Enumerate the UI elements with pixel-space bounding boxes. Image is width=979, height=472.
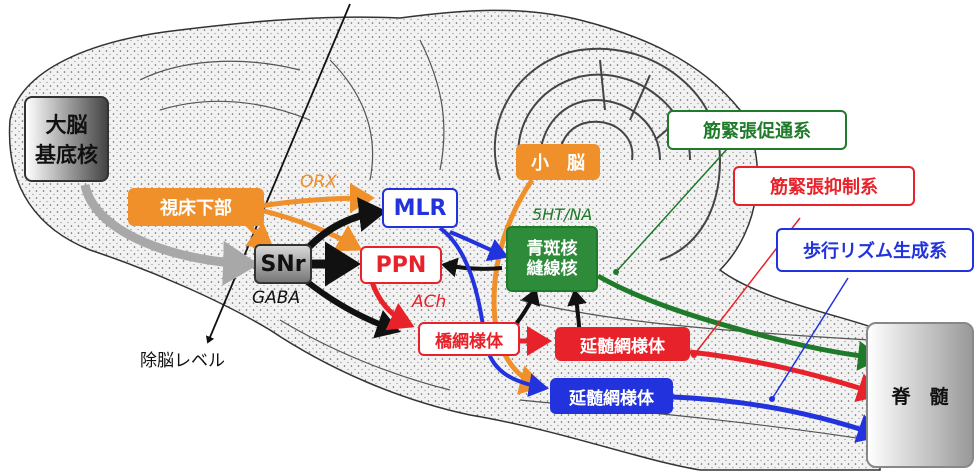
decerebration-label: 除脳レベル xyxy=(140,346,225,371)
inhibition-leader-dot xyxy=(691,352,697,358)
rhythm-legend-box: 歩行リズム生成系 xyxy=(776,228,974,272)
inhibition-legend-box: 筋緊張抑制系 xyxy=(733,166,915,206)
facilitation-legend-label: 筋緊張促通系 xyxy=(703,117,811,143)
rhythm-leader-dot xyxy=(769,396,775,402)
inhibition-legend-label: 筋緊張抑制系 xyxy=(770,173,878,199)
pontine-rf-label: 橋網様体 xyxy=(435,327,503,352)
cerebellum-box: 小 脳 xyxy=(516,144,600,180)
spinal-cord-box: 脊 髄 xyxy=(866,322,974,468)
medullary-rf-red-box: 延髄網様体 xyxy=(555,327,690,361)
gaba-label: GABA xyxy=(252,288,300,308)
pontine-rf-box: 橋網様体 xyxy=(418,322,520,356)
snr-box: SNr xyxy=(254,244,312,284)
medullary-rf-blue-label: 延髄網様体 xyxy=(569,384,654,409)
ppn-label: PPN xyxy=(376,253,427,278)
mlr-label: MLR xyxy=(394,196,447,221)
mlr-box: MLR xyxy=(382,188,458,228)
facilitation-leader-dot xyxy=(613,269,619,275)
rhythm-legend-label: 歩行リズム生成系 xyxy=(803,237,947,263)
spinal-cord-label: 脊 髄 xyxy=(891,382,948,409)
basal-ganglia-box: 大脳 基底核 xyxy=(24,96,109,182)
orx-label: ORX xyxy=(300,172,337,192)
basal-ganglia-line1: 大脳 xyxy=(46,109,88,139)
ht-na-label: 5HT/NA xyxy=(532,205,592,224)
hypothalamus-box: 視床下部 xyxy=(128,188,264,226)
ach-label: ACh xyxy=(412,292,446,312)
snr-label: SNr xyxy=(260,252,305,277)
basal-ganglia-line2: 基底核 xyxy=(35,139,98,169)
cerebellum-label: 小 脳 xyxy=(531,149,585,175)
ppn-box: PPN xyxy=(360,246,442,284)
lc-label: 青斑核 xyxy=(527,239,578,259)
medullary-rf-red-label: 延髄網様体 xyxy=(580,332,665,357)
lc-raphe-box: 青斑核 縫線核 xyxy=(506,226,598,292)
facilitation-legend-box: 筋緊張促通系 xyxy=(667,110,847,150)
raphe-label: 縫線核 xyxy=(527,259,578,279)
hypothalamus-label: 視床下部 xyxy=(160,194,232,220)
medullary-rf-blue-box: 延髄網様体 xyxy=(550,378,673,414)
